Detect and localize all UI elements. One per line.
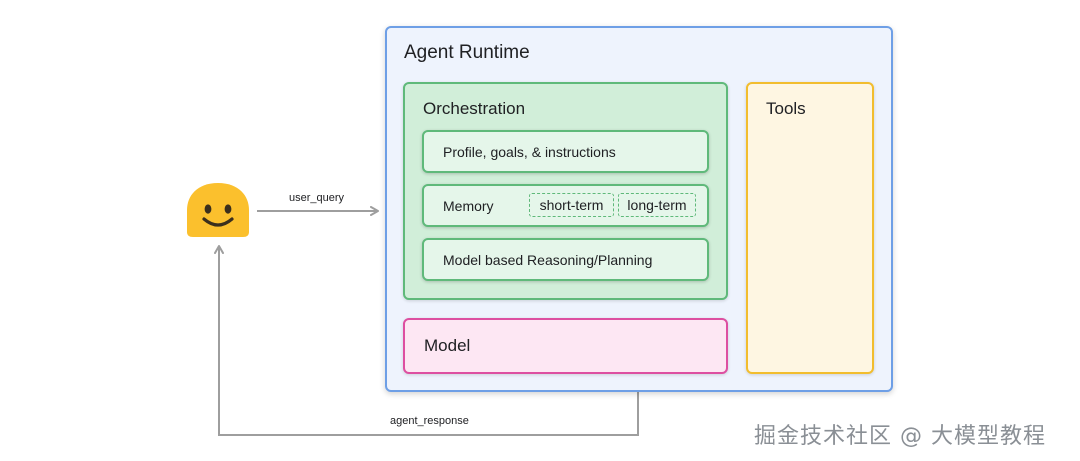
watermark: 掘金技术社区 @ 大模型教程 [754,424,1046,449]
memory-label: Memory [443,197,494,214]
user-query-label: user_query [289,192,345,204]
profile-goals-instructions-box: Profile, goals, & instructions [422,130,709,173]
agent-response-label: agent_response [390,415,469,427]
model-box: Model [403,318,728,374]
smiley-face-icon [187,183,249,237]
orchestration-title: Orchestration [423,99,526,118]
tools-title: Tools [766,99,806,118]
short-term-memory-tag: short-term [529,193,614,217]
profile-label: Profile, goals, & instructions [443,143,616,160]
agent-runtime-title: Agent Runtime [404,42,530,63]
reasoning-label: Model based Reasoning/Planning [443,251,653,268]
tools-box [746,82,874,374]
model-title: Model [424,336,471,355]
agent-response-arrow [214,245,639,436]
reasoning-planning-box: Model based Reasoning/Planning [422,238,709,281]
long-term-memory-tag: long-term [618,193,696,217]
